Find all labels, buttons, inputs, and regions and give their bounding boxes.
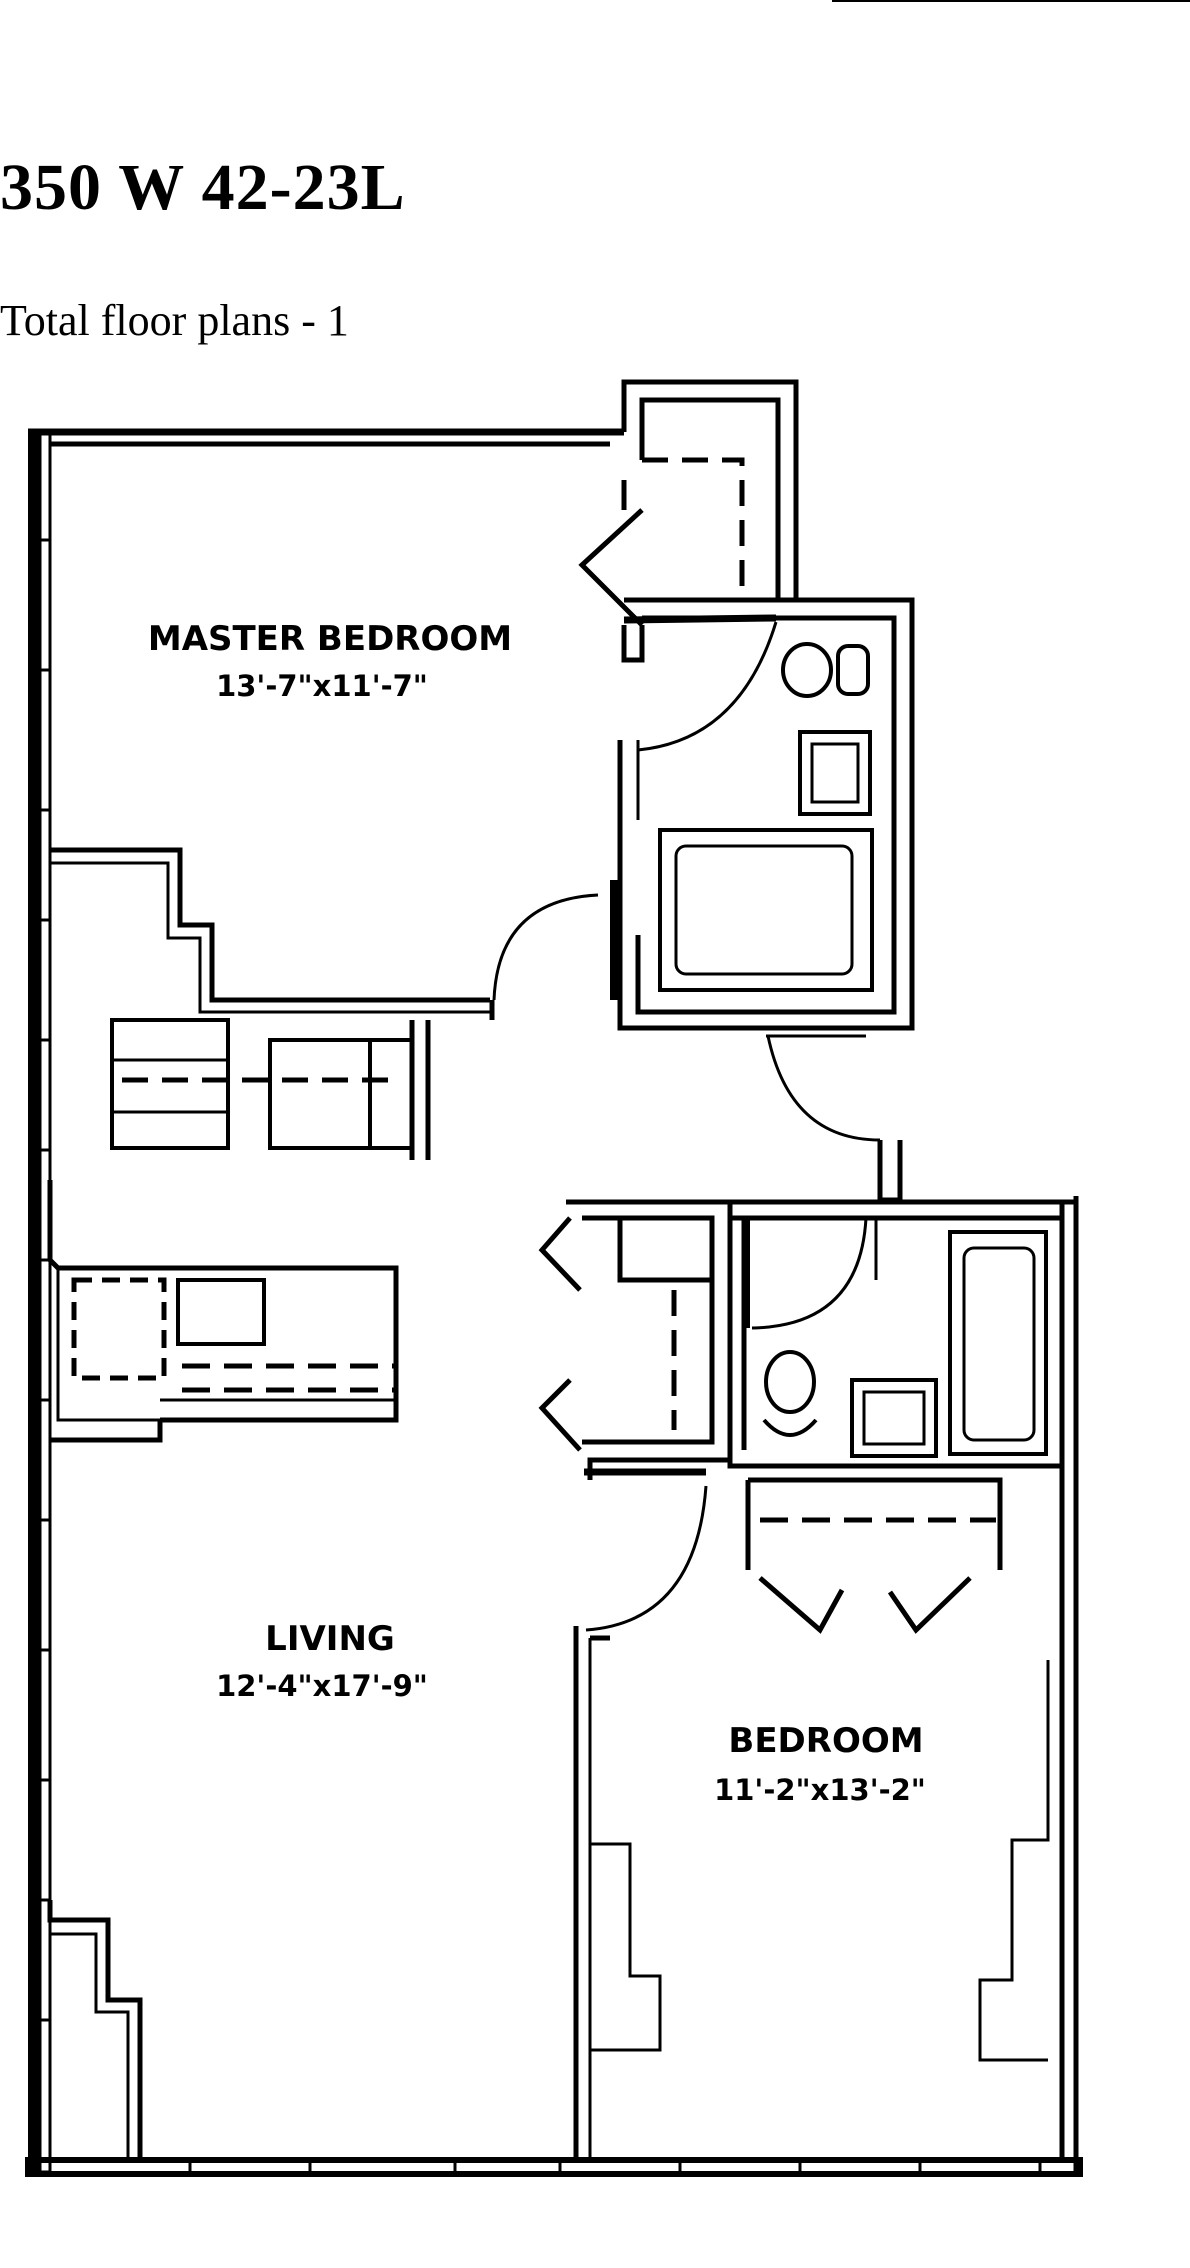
listing-title: 350 W 42-23L (0, 151, 406, 224)
master-bedroom-dimensions: 13'-7"x11'-7" (216, 669, 428, 703)
exterior-walls (25, 428, 1083, 2177)
wardrobes (110, 1018, 431, 1160)
master-bedroom-walls (50, 847, 490, 1014)
floor-plan: MASTER BEDROOM 13'-7"x11'-7" LIVING 12'-… (25, 379, 1083, 2177)
top-rule (832, 0, 1190, 2)
room-labels: MASTER BEDROOM 13'-7"x11'-7" LIVING 12'-… (148, 619, 926, 1807)
master-bedroom-name: MASTER BEDROOM (148, 619, 512, 659)
living-bay (47, 1900, 143, 2160)
bedroom-dimensions: 11'-2"x13'-2" (714, 1773, 926, 1807)
bedroom-closet (745, 1477, 1003, 1634)
hall-door (766, 1025, 903, 1203)
master-bedroom-door (489, 893, 599, 1020)
living-dimensions: 12'-4"x17'-9" (216, 1669, 428, 1703)
bedroom-name: BEDROOM (728, 1721, 923, 1761)
master-bathroom (610, 597, 915, 1031)
floor-plan-count: Total floor plans - 1 (0, 296, 349, 345)
living-name: LIVING (265, 1619, 395, 1659)
kitchen (47, 1180, 399, 1443)
living-closets (538, 1199, 733, 1480)
bedroom-walls (573, 1485, 1050, 2160)
second-bathroom (727, 1199, 1076, 1469)
